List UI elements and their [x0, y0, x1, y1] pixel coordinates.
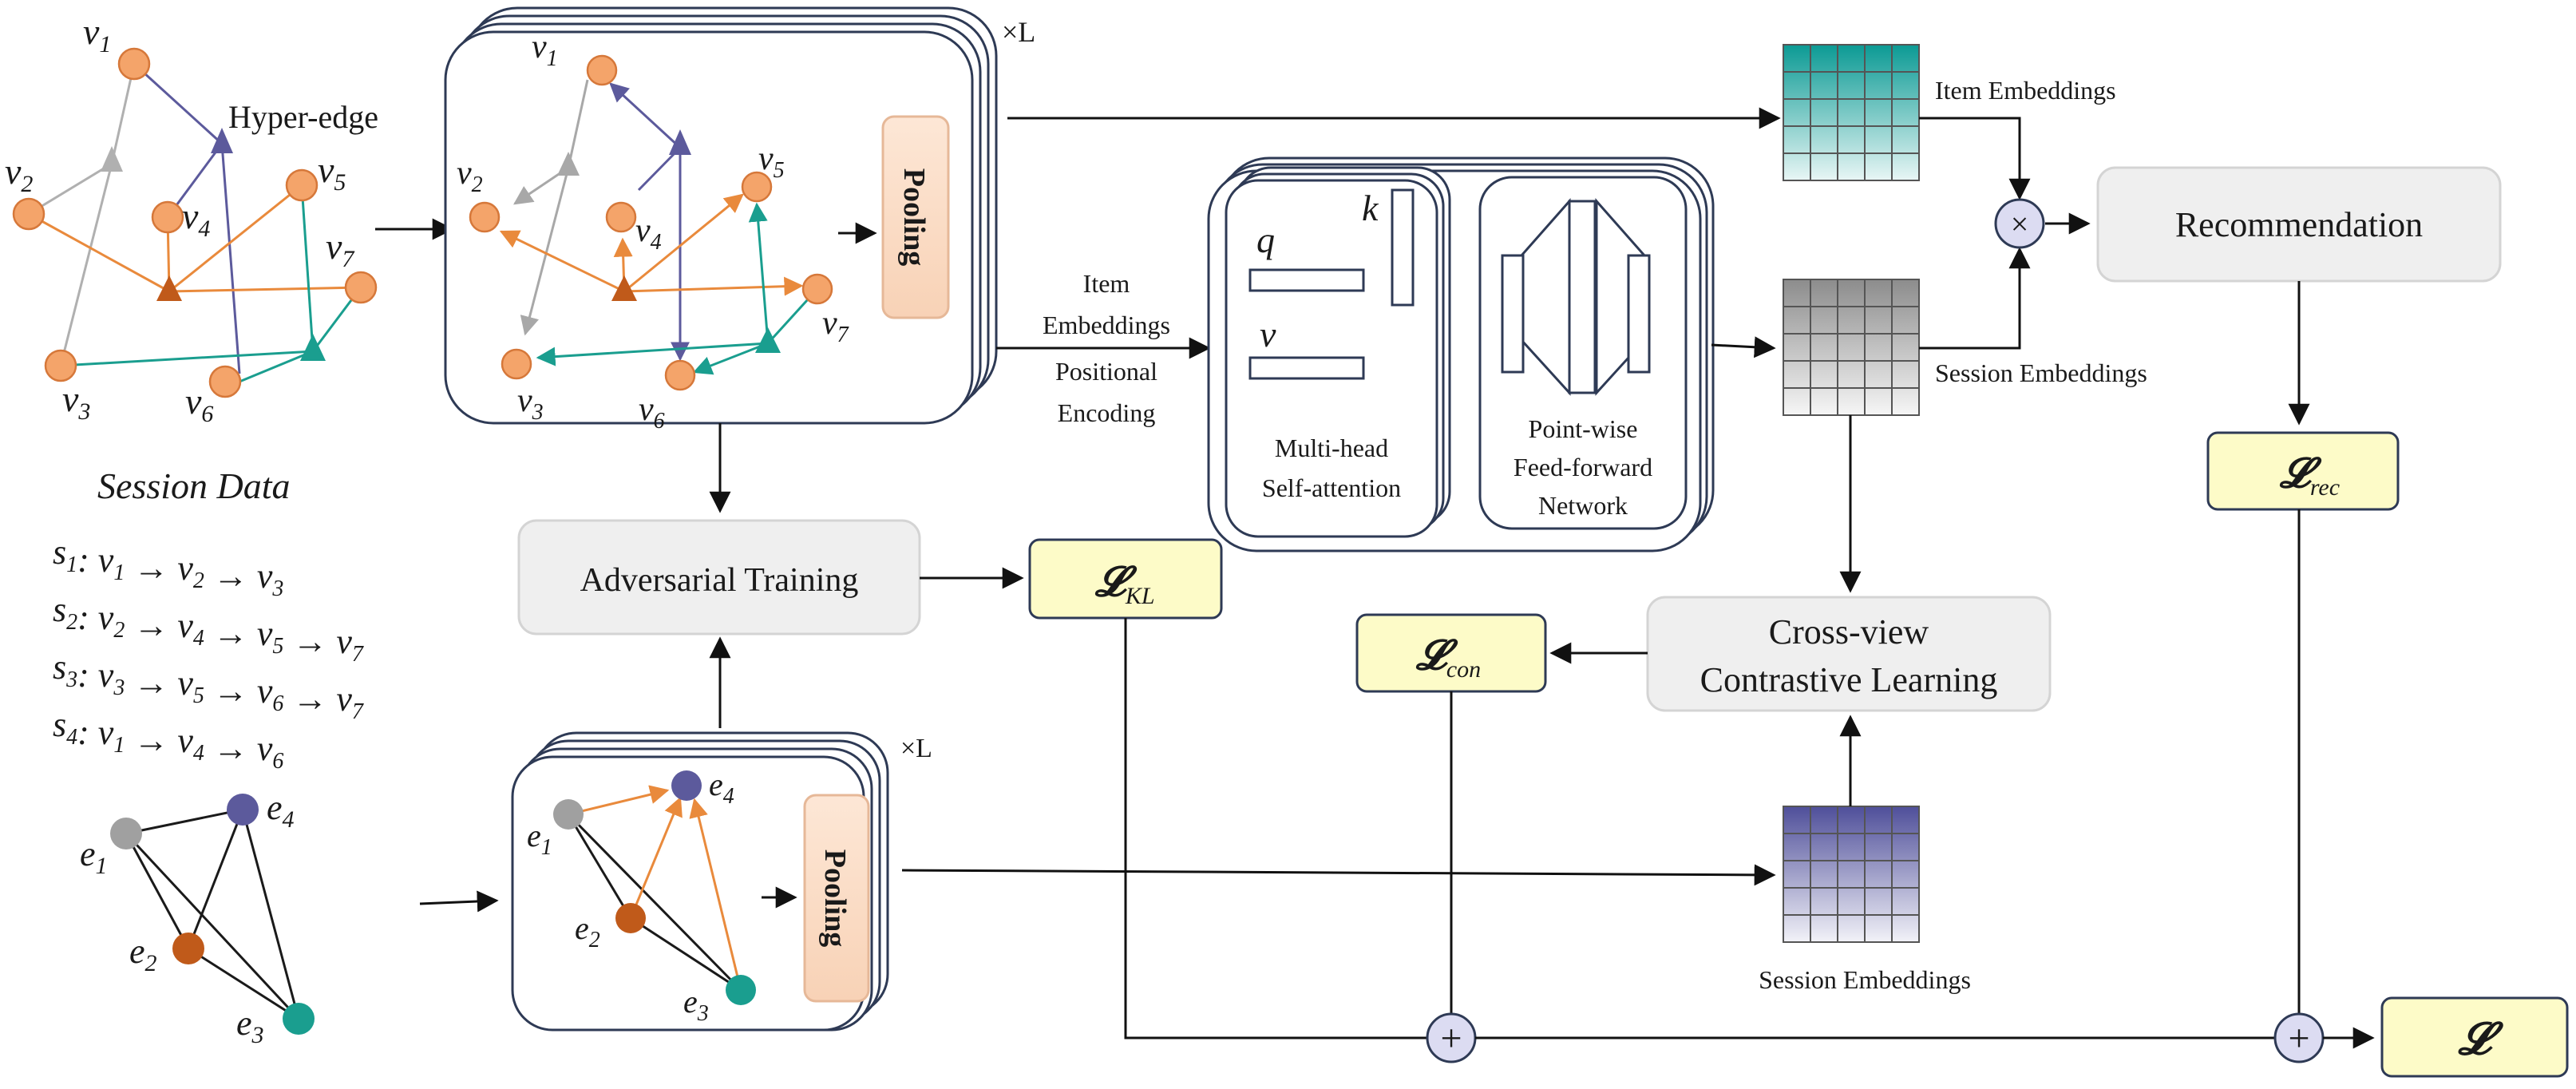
label-v1: v1 [83, 11, 111, 57]
hgnn-pooling-label: Pooling [897, 168, 931, 266]
svg-text:Item: Item [1083, 269, 1130, 298]
hyperedge-gray-marker [101, 146, 123, 172]
node-v3 [44, 349, 77, 382]
k-label: k [1362, 188, 1379, 228]
session-1: s1: v1 → v2 → v3 [53, 533, 283, 601]
transformer-block: q v k Multi-head Self-attention Point-wi… [1207, 156, 1715, 552]
svg-text:Cross-view: Cross-view [1769, 612, 1929, 651]
input-hypergraph: v1 v2 v3 v4 v5 v6 v7 Hyper-edge [5, 11, 378, 427]
svg-text:Self-attention: Self-attention [1262, 473, 1401, 502]
session-embeddings-grid-bottom: Session Embeddings [1759, 806, 1971, 994]
svg-text:Point-wise: Point-wise [1529, 414, 1638, 443]
hyperedge-orange-marker [156, 275, 182, 301]
item-embeddings-grid: Item Embeddings [1783, 44, 2116, 181]
svg-text:Embeddings: Embeddings [1043, 311, 1170, 339]
v-vector [1248, 356, 1365, 380]
svg-text:e2: e2 [129, 932, 157, 976]
node-e4 [227, 794, 259, 826]
session-embeddings-top-label: Session Embeddings [1935, 358, 2147, 387]
lgnn-repeat-label: ×L [900, 734, 932, 763]
multiply-operator [1994, 198, 2045, 249]
svg-text:+: + [1440, 1017, 1462, 1059]
loss-total-box [2380, 996, 2569, 1078]
svg-text:Encoding: Encoding [1058, 398, 1156, 427]
adversarial-training-label: Adversarial Training [580, 562, 859, 599]
svg-text:Contrastive Learning: Contrastive Learning [1700, 660, 1998, 699]
svg-text:Multi-head: Multi-head [1275, 434, 1388, 462]
hyperedge-teal-marker [300, 334, 326, 361]
transformer-input-labels: Item Embeddings Positional Encoding [1043, 269, 1170, 427]
label-v2: v2 [5, 151, 33, 197]
node-v5 [285, 168, 319, 202]
node-e1 [110, 818, 142, 849]
label-v3: v3 [62, 378, 90, 425]
label-v7: v7 [326, 226, 355, 272]
svg-text:+: + [2288, 1017, 2309, 1059]
q-vector [1248, 268, 1365, 292]
arrow-to-lgnn [419, 890, 499, 913]
session-embeddings-grid-top: Session Embeddings [1783, 279, 2147, 416]
arrow-transformer-to-session-emb [1711, 336, 1776, 358]
session-embeddings-bottom-label: Session Embeddings [1759, 965, 1971, 994]
lgnn-pooling [803, 794, 870, 1003]
label-v4: v4 [182, 196, 210, 242]
session-data-title: Session Data [97, 465, 291, 506]
svg-text:Feed-forward: Feed-forward [1514, 453, 1652, 481]
node-v7 [344, 271, 378, 304]
node-v1 [117, 47, 151, 81]
hgnn-pooling [881, 115, 950, 319]
node-v4 [151, 200, 184, 234]
session-4: s4: v1 → v4 → v6 [53, 705, 283, 774]
k-vector [1391, 188, 1415, 307]
item-embeddings-label: Item Embeddings [1935, 76, 2116, 105]
line-graph: e1 e4 e2 e3 [80, 788, 315, 1048]
svg-text:v2: v2 [457, 155, 483, 197]
svg-text:×: × [2011, 206, 2029, 242]
recommendation-label: Recommendation [2175, 205, 2423, 244]
hgnn-repeat-label: ×L [1002, 16, 1035, 48]
node-e2 [172, 933, 204, 964]
svg-text:e1: e1 [527, 818, 552, 860]
svg-text:e1: e1 [80, 834, 108, 879]
hypergraph-conv-stack: ×L [444, 6, 1035, 434]
q-label: q [1256, 220, 1275, 260]
v-label: v [1260, 314, 1276, 354]
loss-rec-box [2206, 431, 2400, 511]
node-v6 [208, 365, 242, 398]
label-v6: v6 [185, 381, 213, 427]
hyperedge-purple-marker [211, 128, 233, 153]
hyperedge-title: Hyper-edge [228, 99, 378, 135]
label-v5: v5 [318, 149, 346, 196]
node-v2 [12, 197, 46, 231]
linegraph-conv-stack: ×L e1 e4 e2 e3 Pooling [511, 731, 932, 1032]
svg-text:Network: Network [1538, 491, 1628, 520]
lgnn-pooling-label: Pooling [818, 849, 852, 947]
node-e3 [283, 1003, 315, 1035]
svg-text:e4: e4 [267, 788, 295, 833]
svg-text:e4: e4 [709, 766, 734, 809]
svg-text:Positional: Positional [1055, 357, 1157, 386]
svg-text:e3: e3 [236, 1004, 264, 1048]
arrow-lgnn-to-session-emb [901, 864, 1776, 886]
